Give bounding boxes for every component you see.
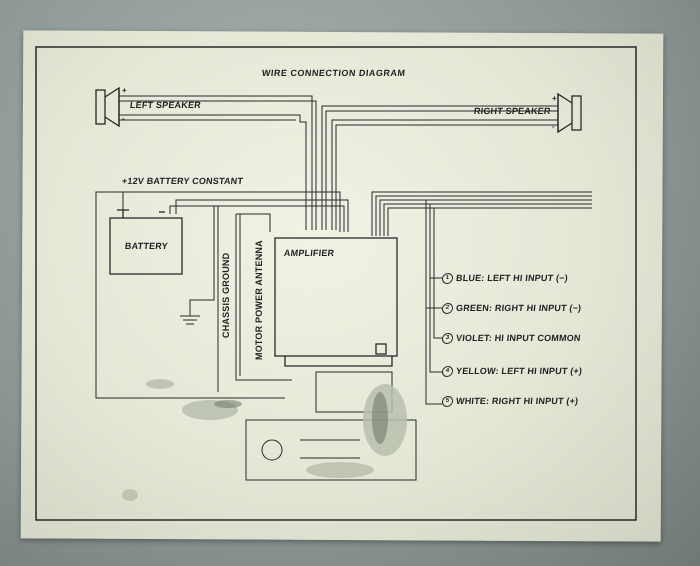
left-speaker-plus: + (121, 86, 128, 95)
amplifier-box (274, 237, 398, 357)
amplifier-label: AMPLIFIER (283, 248, 335, 258)
input-3-number: 3 (441, 333, 454, 345)
left-speaker-icon (95, 86, 120, 128)
diagram-border (35, 46, 637, 521)
chassis-ground-label: CHASSIS GROUND (221, 252, 231, 338)
speaker-wires (119, 95, 558, 230)
motor-antenna-label: MOTOR POWER ANTENNA (254, 240, 264, 360)
input-5-number: 5 (441, 396, 454, 408)
input-4-text: YELLOW: LEFT HI INPUT (+) (455, 366, 583, 376)
head-unit-outline (245, 371, 417, 481)
input-1-number: 1 (441, 273, 454, 285)
input-3-text: VIOLET: HI INPUT COMMON (455, 333, 582, 343)
right-speaker-icon (557, 92, 582, 134)
right-speaker-label: RIGHT SPEAKER (473, 106, 552, 116)
input-5-text: WHITE: RIGHT HI INPUT (+) (455, 396, 579, 406)
right-speaker-plus: + (551, 94, 558, 103)
chassis-ground-wire (180, 206, 219, 392)
input-2-number: 2 (441, 303, 454, 315)
battery-box (109, 217, 183, 275)
input-wires (371, 191, 592, 405)
battery-label: BATTERY (124, 241, 169, 251)
battery-wires (95, 191, 349, 399)
input-4-number: 4 (441, 366, 454, 378)
diagram-title: WIRE CONNECTION DIAGRAM (261, 68, 407, 78)
battery-constant-label: +12V BATTERY CONSTANT (121, 176, 244, 186)
input-2-text: GREEN: RIGHT HI INPUT (−) (455, 303, 582, 313)
left-speaker-label: LEFT SPEAKER (129, 100, 202, 110)
antenna-wire (235, 213, 292, 381)
input-1-text: BLUE: LEFT HI INPUT (−) (455, 273, 569, 283)
